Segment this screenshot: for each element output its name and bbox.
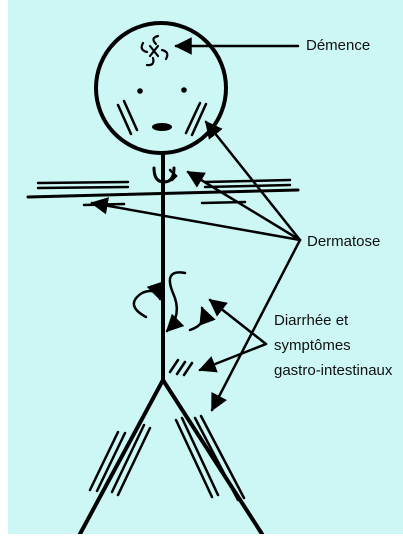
label-diarrhea-line-1: Diarrhée et [274,311,348,331]
background-panel [8,0,403,534]
label-dermatitis: Dermatose [307,232,380,252]
label-dementia: Démence [306,36,370,56]
right-eye [181,87,187,93]
left-eye [137,88,143,94]
label-diarrhea-line-2: symptômes [274,336,351,356]
mouth [152,123,172,131]
label-diarrhea-line-3: gastro-intestinaux [274,361,392,381]
